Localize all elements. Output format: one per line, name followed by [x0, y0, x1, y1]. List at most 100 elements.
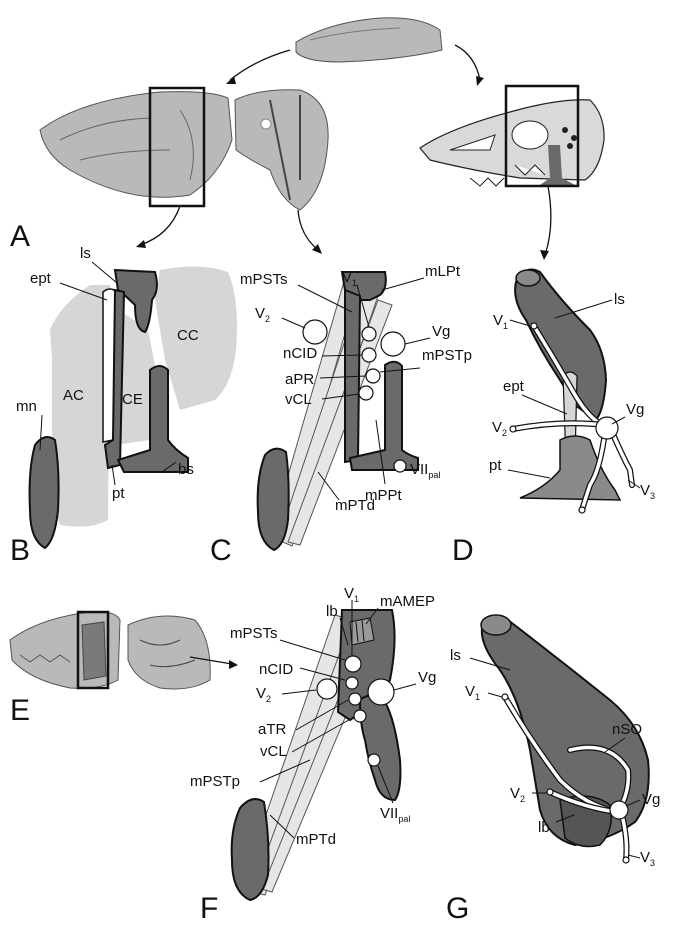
panel-label-b: B — [10, 534, 30, 567]
skull-drawing-orbit — [512, 121, 548, 149]
label-ept-d: ept — [503, 378, 525, 395]
arrow-to-d — [545, 186, 551, 255]
nerve-v1-g-end — [502, 694, 508, 700]
arrow-head — [229, 660, 238, 669]
label-mpstp-f: mPSTp — [190, 773, 240, 790]
label-vg-d: Vg — [626, 401, 644, 418]
label-v1-g: V1 — [465, 683, 480, 702]
foramen-vcl-f — [354, 710, 366, 722]
bone-pt-f — [360, 695, 400, 800]
leader-pt — [112, 465, 115, 485]
label-mpstp: mPSTp — [422, 347, 472, 364]
leader-mlpt — [382, 278, 424, 290]
label-vii: VIIpal — [410, 461, 440, 480]
label-pt: pt — [112, 485, 125, 502]
bone-mn — [30, 437, 59, 548]
label-lb-f: lb — [326, 603, 338, 620]
panel-c: mPSTs V1 mLPt V2 Vg nCID mPSTp aPR vCL m… — [210, 263, 472, 567]
panel-e: E — [10, 612, 238, 727]
leader-v1-g — [488, 693, 502, 697]
label-ncid-f: nCID — [259, 661, 293, 678]
label-ls-d: ls — [614, 291, 625, 308]
panel-label-d: D — [452, 534, 474, 567]
skull-drawing-dot — [571, 135, 577, 141]
nerve-v3-d-end — [579, 507, 585, 513]
ls-top-d — [516, 270, 540, 286]
arrow-to-b — [140, 206, 180, 245]
scan-foramen — [261, 119, 271, 129]
arrow-head — [476, 76, 484, 86]
foramen-vg-f — [368, 679, 394, 705]
bone-mn-f — [232, 799, 269, 900]
label-vg: Vg — [432, 323, 450, 340]
label-vcl-f: vCL — [260, 743, 287, 760]
foramen-v2 — [303, 320, 327, 344]
label-atr-f: aTR — [258, 721, 287, 738]
panel-f: V1 mAMEP lb mPSTs nCID Vg V2 aTR vCL mPS… — [190, 585, 436, 925]
panel-label-e: E — [10, 694, 30, 727]
panel-g: ls V1 nSO V2 Vg lb V3 G — [446, 615, 660, 925]
ganglion-vg-d — [596, 417, 618, 439]
label-vii-f: VIIpal — [380, 805, 410, 824]
foramen-v1-f — [345, 656, 361, 672]
arrow-head — [136, 240, 146, 248]
label-v1-d: V1 — [493, 312, 508, 331]
label-v2: V2 — [255, 305, 270, 324]
leader-pt-d — [508, 470, 550, 478]
label-v1-f: V1 — [344, 585, 359, 604]
skull-drawing — [420, 100, 604, 180]
label-bs: bs — [178, 461, 194, 478]
braincase-scan-e — [128, 616, 210, 689]
label-v2-d: V2 — [492, 419, 507, 438]
label-vg-f: Vg — [418, 669, 436, 686]
leader-ls — [92, 262, 117, 283]
foramen-ncid — [362, 348, 376, 362]
skull-drawing-dot — [562, 127, 568, 133]
label-v2-f: V2 — [256, 685, 271, 704]
arrow-to-scan — [230, 50, 290, 80]
arrow-to-c — [298, 210, 318, 250]
label-ept: ept — [30, 270, 52, 287]
ls-top-g — [481, 615, 511, 635]
label-mamep-f: mAMEP — [380, 593, 435, 610]
foramen-vii — [394, 460, 406, 472]
nerve-v2-d-end — [510, 426, 516, 432]
nerve-v1-d-end — [531, 323, 537, 329]
arrow-head — [540, 250, 549, 260]
label-nso-g: nSO — [612, 721, 642, 738]
panel-label-g: G — [446, 892, 469, 925]
foramen-vcl — [359, 386, 373, 400]
label-v3-d: V3 — [640, 482, 655, 501]
leader-v2 — [282, 318, 305, 328]
label-ce: CE — [122, 391, 143, 408]
leader-v3-g — [628, 855, 640, 858]
foramen-v1 — [362, 327, 376, 341]
label-lb-g: lb — [538, 819, 550, 836]
label-ls: ls — [80, 245, 91, 262]
leader-vg-f — [394, 684, 416, 690]
label-mptd-f: mPTd — [296, 831, 336, 848]
arrow-to-drawing — [455, 45, 480, 80]
foramen-vii-f — [368, 754, 380, 766]
skull-drawing-jaw-teeth — [470, 178, 504, 186]
leader-ept-d — [522, 395, 567, 414]
skull-scan-e-section — [82, 622, 106, 680]
foramen-vg — [381, 332, 405, 356]
label-vg-g: Vg — [642, 791, 660, 808]
label-mpsts: mPSTs — [240, 271, 288, 288]
leader-vg — [405, 338, 430, 344]
panel-d: ls V1 ept V2 Vg pt V3 D — [452, 270, 655, 567]
panel-b: ls ept CC AC CE mn pt bs B — [10, 245, 237, 567]
label-mptd: mPTd — [335, 497, 375, 514]
foramen-ncid-f — [346, 677, 358, 689]
panel-label-a: A — [10, 220, 30, 253]
foramen-apr — [366, 369, 380, 383]
label-ncid: nCID — [283, 345, 317, 362]
label-ac: AC — [63, 387, 84, 404]
panel-label-f: F — [200, 892, 218, 925]
ganglion-vg-g — [610, 801, 628, 819]
label-cc: CC — [177, 327, 199, 344]
label-mn: mn — [16, 398, 37, 415]
